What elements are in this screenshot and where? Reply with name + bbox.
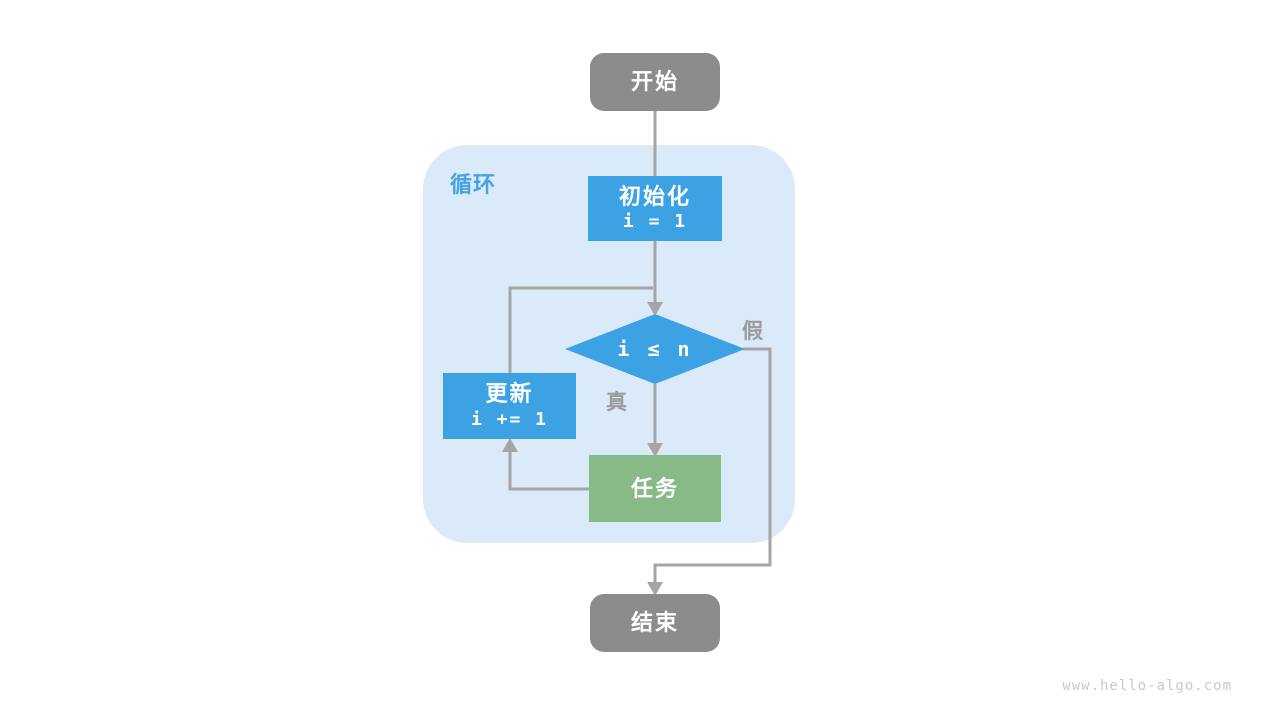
edge-update-to-condition [508, 286, 653, 373]
update-node-title: 更新 [485, 381, 534, 407]
true-edge-label: 真 [606, 391, 628, 414]
arrowhead-into-update [502, 438, 518, 452]
arrowhead-into-end [647, 582, 663, 596]
start-node: 开始 [590, 53, 720, 111]
end-node-label: 结束 [630, 610, 679, 636]
edge-condition-false-to-end [653, 347, 772, 584]
edge-task-to-update [508, 450, 589, 491]
false-edge-label: 假 [742, 320, 764, 343]
loop-region-label: 循环 [450, 172, 497, 197]
arrowhead-into-task [647, 443, 663, 457]
init-node-code: i = 1 [622, 211, 688, 233]
task-node: 任务 [589, 455, 721, 522]
update-node-code: i += 1 [470, 408, 549, 430]
init-node-title: 初始化 [618, 183, 691, 209]
start-node-label: 开始 [630, 69, 679, 95]
init-node: 初始化 i = 1 [588, 176, 722, 241]
watermark: www.hello-algo.com [1062, 678, 1232, 694]
arrowhead-into-condition [647, 302, 663, 316]
condition-code: i ≤ n [617, 337, 693, 361]
task-node-label: 任务 [630, 475, 679, 501]
update-node: 更新 i += 1 [443, 373, 576, 439]
end-node: 结束 [590, 594, 720, 652]
